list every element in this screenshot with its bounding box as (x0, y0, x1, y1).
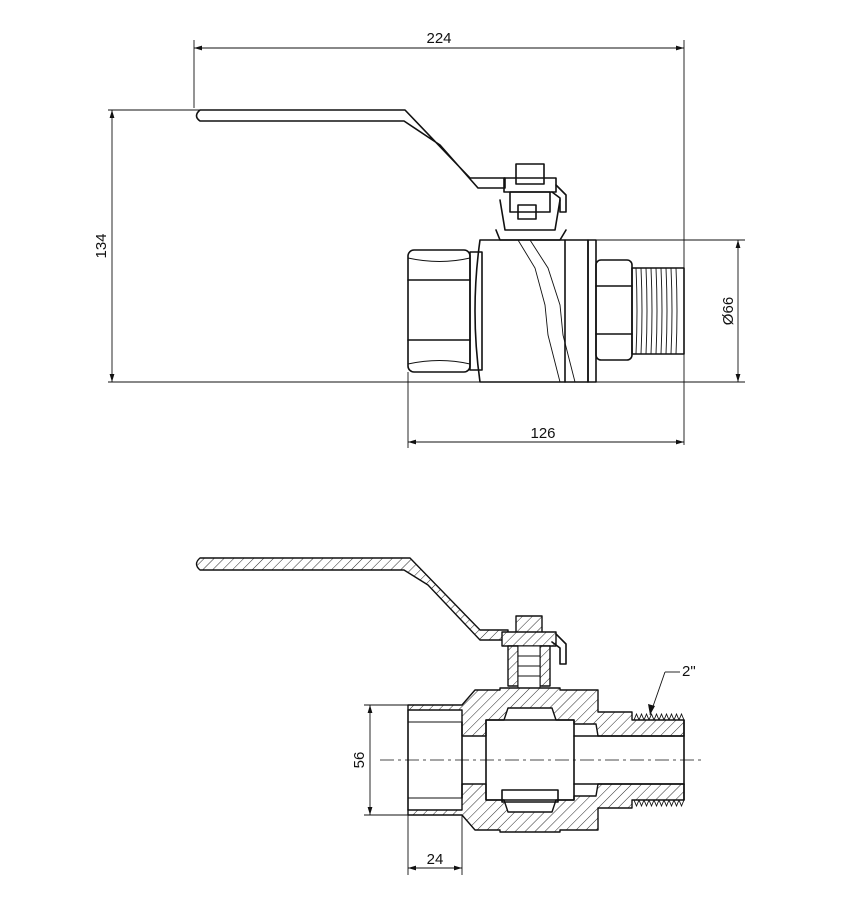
dimension-thread-depth: 24 (407, 815, 463, 875)
dim-label-56: 56 (351, 752, 368, 769)
exterior-view: 224 134 Ø66 126 (93, 30, 745, 448)
female-hex-end (407, 249, 483, 373)
dimension-overall-height: 134 (93, 109, 480, 383)
stem-section (501, 615, 567, 691)
thread-teeth (633, 712, 685, 808)
dim-label-24: 24 (427, 851, 444, 868)
dim-label-126: 126 (530, 425, 555, 442)
handle-lever-section (195, 557, 509, 641)
valve-body (474, 239, 597, 383)
male-threaded-end (595, 259, 685, 361)
dimension-body-length: 126 (407, 372, 684, 448)
dim-label-224: 224 (426, 30, 451, 47)
thread-size-callout: 2" (648, 663, 696, 716)
dim-label-134: 134 (93, 233, 110, 258)
dim-label-thread: 2" (682, 663, 696, 680)
section-view: 2" 56 24 (195, 557, 705, 875)
dim-label-d66: Ø66 (720, 297, 737, 325)
stem-nut (495, 163, 567, 241)
dimension-body-diameter: Ø66 (596, 239, 745, 383)
dimension-bore: 56 (351, 704, 408, 816)
dimension-overall-length: 224 (193, 30, 685, 445)
handle-lever (195, 109, 506, 189)
